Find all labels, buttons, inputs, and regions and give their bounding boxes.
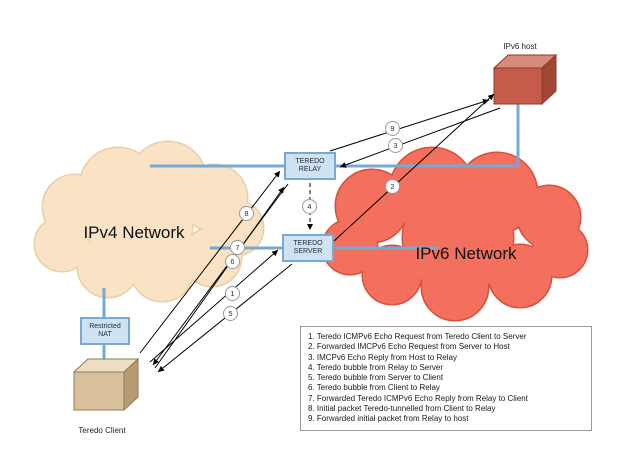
legend-item-9: 9. Forwarded initial packet from Relay t… <box>308 414 469 424</box>
step-marker-9: 9 <box>385 121 400 136</box>
step-marker-7: 7 <box>230 240 245 255</box>
restricted-nat-label-line1: Restricted <box>89 322 121 330</box>
legend-item-7: 7. Forwarded Teredo ICMPv6 Echo Reply fr… <box>308 393 528 403</box>
step-marker-3: 3 <box>388 138 403 153</box>
restricted-nat-label-line2: NAT <box>98 331 112 338</box>
ipv6-network-label: IPv6 Network <box>415 244 517 263</box>
teredo-server-label-line1: TEREDO <box>293 239 323 247</box>
legend-item-6: 6. Teredo bubble from Client to Relay <box>308 383 440 393</box>
legend-item-5: 5. Teredo bubble from Server to Client <box>308 373 444 383</box>
teredo-relay-label-line2: RELAY <box>298 166 322 173</box>
legend-box: 1. Teredo ICMPv6 Echo Request from Tered… <box>300 326 592 431</box>
teredo-server-node: TEREDO SERVER <box>282 234 334 262</box>
legend-item-8: 8. Initial packet Teredo-tunnelled from … <box>308 404 496 414</box>
step-marker-5: 5 <box>223 306 238 321</box>
legend-item-1: 1. Teredo ICMPv6 Echo Request from Tered… <box>308 332 527 341</box>
teredo-relay-label-line1: TEREDO <box>295 157 325 165</box>
teredo-server-label-line2: SERVER <box>293 248 323 255</box>
step-marker-4: 4 <box>302 199 317 214</box>
ipv6-host-label: IPv6 host <box>503 42 537 51</box>
step-marker-1: 1 <box>225 286 240 301</box>
teredo-relay-node: TEREDO RELAY <box>284 152 336 180</box>
step-marker-6: 6 <box>225 254 240 269</box>
restricted-nat-node: Restricted NAT <box>80 317 130 345</box>
legend-item-3: 3. IMCPv6 Echo Reply from Host to Relay <box>308 352 457 362</box>
step-marker-8: 8 <box>239 206 254 221</box>
step-marker-2: 2 <box>385 179 400 194</box>
teredo-client-label: Teredo Client <box>78 426 126 435</box>
legend-item-4: 4. Teredo bubble from Relay to Server <box>308 362 444 372</box>
legend-item-2: 2. Forwarded IMCPv6 Echo Request from Se… <box>308 342 510 352</box>
